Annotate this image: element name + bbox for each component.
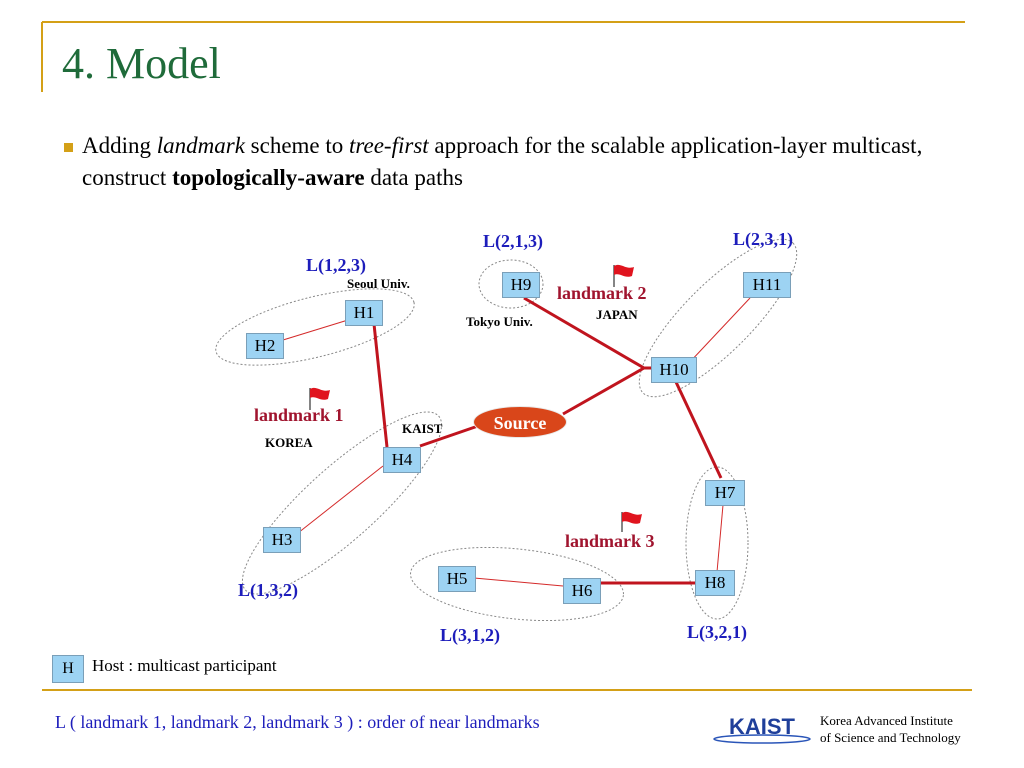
flag-icon-landmark-3 bbox=[621, 511, 642, 532]
host-h10: H10 bbox=[651, 357, 697, 383]
host-h11: H11 bbox=[743, 272, 791, 298]
tree-source-junction bbox=[562, 366, 645, 416]
bullet-part-2: scheme to bbox=[244, 133, 350, 158]
cluster-l312 bbox=[410, 546, 624, 622]
cluster-l213 bbox=[478, 259, 544, 309]
host-h3: H3 bbox=[263, 527, 301, 553]
group-label-l312: L(3,1,2) bbox=[440, 625, 500, 645]
bullet-bold-topologically-aware: topologically-aware bbox=[172, 165, 365, 190]
page-title: 4. Model bbox=[62, 39, 221, 88]
host-h7: H7 bbox=[705, 480, 745, 506]
bullet-part-3: approach for the scalable application-la… bbox=[82, 133, 923, 190]
organization-name: Korea Advanced Institute of Science and … bbox=[820, 712, 961, 746]
tree-h4-source bbox=[419, 424, 479, 448]
place-label-japan: JAPAN bbox=[596, 307, 638, 322]
place-label-tokyo: Tokyo Univ. bbox=[466, 314, 533, 329]
tree-junction-h9 bbox=[523, 296, 645, 370]
flag-icon-landmark-2 bbox=[613, 264, 634, 287]
bullet-part-4: data paths bbox=[364, 165, 463, 190]
organization-line-1: Korea Advanced Institute bbox=[820, 713, 953, 728]
link-h2-h1 bbox=[282, 319, 349, 341]
host-h9: H9 bbox=[502, 272, 540, 298]
kaist-logo-text: KAIST bbox=[729, 714, 796, 739]
link-h5-h6 bbox=[473, 577, 564, 587]
group-label-l132: L(1,3,2) bbox=[238, 580, 298, 600]
cluster-l123 bbox=[215, 288, 415, 366]
cluster-l231 bbox=[638, 238, 798, 398]
group-label-l123: L(1,2,3) bbox=[306, 255, 366, 275]
cluster-l132 bbox=[241, 411, 443, 595]
host-h1: H1 bbox=[345, 300, 383, 326]
footer-note: L ( landmark 1, landmark 2, landmark 3 )… bbox=[55, 712, 540, 732]
cluster-l321 bbox=[685, 466, 749, 620]
legend-host-box: H bbox=[52, 655, 84, 683]
kaist-logo: KAIST bbox=[713, 714, 811, 744]
host-h5: H5 bbox=[438, 566, 476, 592]
source-node: Source bbox=[473, 406, 567, 438]
bullet-part-1: Adding bbox=[82, 133, 157, 158]
link-h7-h8 bbox=[716, 504, 724, 573]
landmark-label-1: landmark 1 bbox=[254, 405, 344, 425]
bullet-italic-tree-first: tree-first bbox=[349, 133, 429, 158]
legend-text: Host : multicast participant bbox=[92, 656, 277, 675]
host-h2: H2 bbox=[246, 333, 284, 359]
group-label-l213: L(2,1,3) bbox=[483, 231, 543, 251]
tree-h10-h7 bbox=[674, 381, 723, 479]
host-h8: H8 bbox=[695, 570, 735, 596]
landmark-label-3: landmark 3 bbox=[565, 531, 655, 551]
bullet-square-icon bbox=[64, 143, 73, 152]
bullet-italic-landmark: landmark bbox=[156, 133, 245, 158]
organization-line-2: of Science and Technology bbox=[820, 730, 961, 745]
place-label-seoul: Seoul Univ. bbox=[347, 276, 410, 291]
link-h3-h4 bbox=[297, 465, 384, 534]
place-label-korea: KOREA bbox=[265, 435, 313, 450]
place-label-kaist: KAIST bbox=[402, 421, 443, 436]
tree-h1-h4 bbox=[372, 323, 389, 448]
link-h10-h11 bbox=[687, 297, 751, 365]
landmark-label-2: landmark 2 bbox=[557, 283, 647, 303]
bullet-text: Adding landmark scheme to tree-first app… bbox=[82, 130, 942, 194]
host-h4: H4 bbox=[383, 447, 421, 473]
host-h6: H6 bbox=[563, 578, 601, 604]
group-label-l321: L(3,2,1) bbox=[687, 622, 747, 642]
group-label-l231: L(2,3,1) bbox=[733, 229, 793, 249]
flag-icon-landmark-1 bbox=[309, 387, 330, 410]
